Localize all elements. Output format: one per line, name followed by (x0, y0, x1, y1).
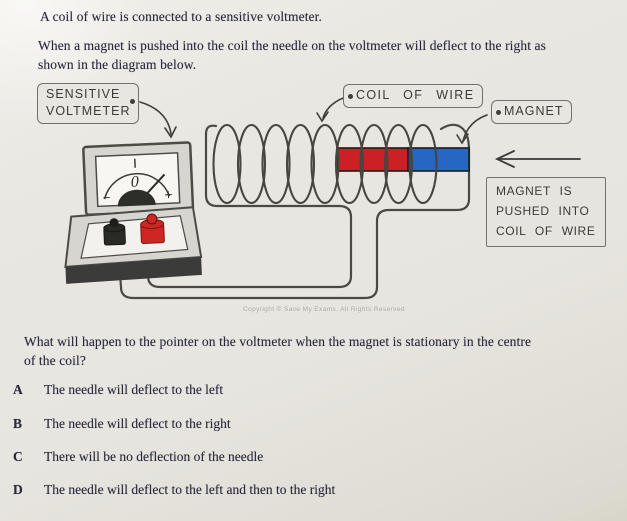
option-letter: B (13, 416, 23, 431)
caption-line3: COIL OF WIRE (496, 224, 596, 238)
option-letter: A (13, 382, 23, 397)
voltmeter-leader-arrow (139, 101, 172, 135)
coil-loop (285, 123, 316, 205)
copyright-notice: Copyright © Save My Exams. All Rights Re… (243, 306, 405, 313)
option-text: The needle will deflect to the left (44, 382, 224, 397)
option-row-a: A The needle will deflect to the left (13, 382, 613, 398)
coil-leader-arrowhead-icon (316, 111, 329, 123)
electromagnetic-induction-diagram: 0 − + (64, 95, 581, 300)
coil-loop (359, 123, 389, 205)
coil-of-wire (212, 123, 438, 205)
intro-paragraph-1: A coil of wire is connected to a sensiti… (40, 9, 322, 24)
magnet-leader-arrow (462, 114, 488, 142)
voltmeter-base-edge (65, 256, 202, 284)
intro-paragraph-2-line1: When a magnet is pushed into the coil th… (38, 38, 547, 53)
magnet-bar (336, 147, 470, 172)
intro-paragraph-2-line2: shown in the diagram below. (38, 57, 197, 72)
coil-loop (334, 123, 365, 205)
coil-loop (408, 123, 438, 205)
caption-line1: MAGNET IS (496, 184, 573, 198)
coil-of-wire-tag-label: COIL OF WIRE (356, 88, 475, 102)
option-text: The needle will deflect to the right (44, 416, 231, 431)
coil-loop (383, 123, 414, 205)
question-line2: of the coil? (24, 353, 86, 368)
magnet-pushed-caption-box: MAGNET IS PUSHED INTO COIL OF WIRE (486, 177, 607, 247)
option-text: The needle will deflect to the left and … (44, 482, 336, 497)
option-text: There will be no deflection of the needl… (44, 449, 264, 464)
sensitive-voltmeter-tag-line1: SENSITIVE (46, 87, 121, 101)
red-terminal (140, 213, 165, 244)
question-text: What will happen to the pointer on the v… (24, 332, 619, 370)
sensitive-voltmeter-tag: SENSITIVE VOLTMETER (37, 83, 140, 124)
option-row-c: C There will be no deflection of the need… (13, 449, 613, 465)
leader-dot (348, 94, 353, 99)
intro-paragraph-2: When a magnet is pushed into the coil th… (38, 36, 613, 74)
option-row-d: D The needle will deflect to the left and… (13, 482, 613, 498)
meter-minus-label: − (102, 190, 110, 205)
option-letter: D (13, 482, 23, 497)
coil-loop (212, 123, 242, 205)
meter-plus-label: + (164, 186, 173, 202)
meter-scale-arc (103, 172, 171, 200)
sensitive-voltmeter-tag-line2: VOLTMETER (46, 104, 131, 118)
coil-loop (236, 123, 267, 205)
coil-loop (261, 123, 291, 205)
voltmeter-leader-arrowhead-icon (164, 126, 177, 139)
magnet-tag: MAGNET (491, 100, 573, 124)
black-terminal (103, 218, 126, 246)
magnet-north-red (336, 147, 409, 172)
option-row-b: B The needle will deflect to the right (13, 416, 613, 432)
magnet-push-arrow-icon (494, 150, 581, 168)
question-line1: What will happen to the pointer on the v… (24, 334, 532, 349)
coil-of-wire-tag: COIL OF WIRE (343, 84, 484, 108)
coil-loop (310, 123, 340, 205)
magnet-leader-arrowhead-icon (456, 133, 469, 145)
magnet-tag-label: MAGNET (504, 104, 564, 118)
caption-line2: PUSHED INTO (496, 204, 590, 218)
magnet-south-blue (407, 147, 470, 172)
option-letter: C (13, 449, 23, 464)
leader-dot (496, 110, 501, 115)
leader-dot (130, 99, 136, 104)
meter-zero-label: 0 (130, 174, 139, 191)
meter-needle-hub (117, 189, 156, 207)
voltmeter: 0 − + (64, 141, 203, 284)
